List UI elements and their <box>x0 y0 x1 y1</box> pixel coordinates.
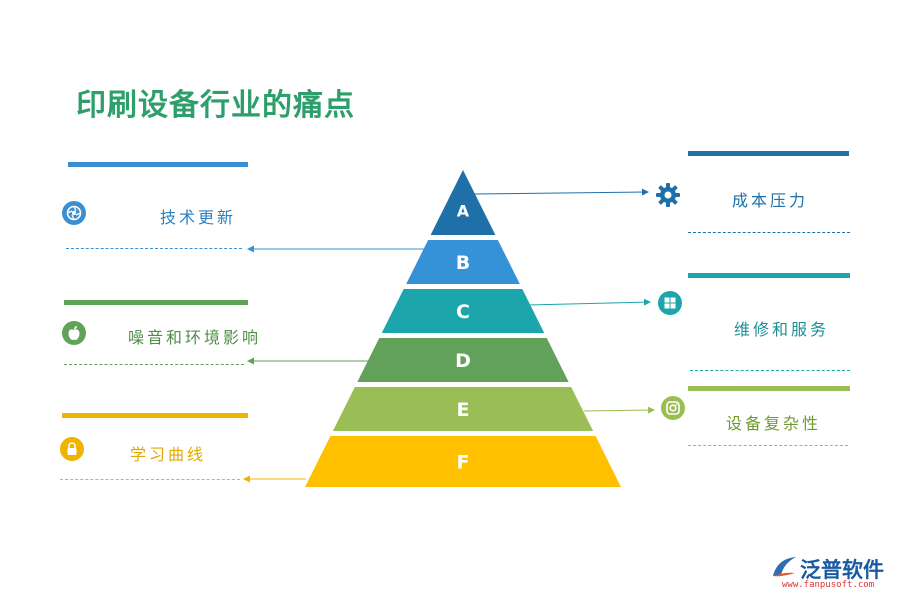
lock-icon <box>60 437 84 461</box>
pyramid-level-e <box>332 387 594 431</box>
connector-e <box>583 406 655 414</box>
right-middle-bar <box>688 273 850 278</box>
pyramid-letter-b: B <box>456 252 470 274</box>
pyramid-letter-c: C <box>456 301 470 323</box>
windows-icon <box>658 291 682 315</box>
right-label-complexity: 设备复杂性 <box>726 414 822 433</box>
left-middle-bar <box>64 300 248 305</box>
apple-icon <box>62 321 86 345</box>
right-bottom-bar <box>688 386 850 391</box>
left-top-bar <box>68 162 248 167</box>
right-label-maintenance: 维修和服务 <box>734 320 830 339</box>
pyramid-level-d <box>357 338 569 382</box>
logo-mark-icon <box>773 557 796 577</box>
left-dash-1 <box>66 248 242 249</box>
left-label-noise: 噪音和环境影响 <box>128 328 262 347</box>
left-dash-3 <box>60 479 240 480</box>
page-title: 印刷设备行业的痛点 <box>76 88 355 123</box>
right-dash-3 <box>688 445 848 446</box>
left-dash-2 <box>64 364 244 365</box>
aperture-icon <box>62 201 86 225</box>
gear-icon <box>655 182 681 208</box>
pyramid-letter-e: E <box>457 399 470 421</box>
left-bottom-bar <box>62 413 248 418</box>
pyramid-letter-d: D <box>455 350 471 372</box>
pyramid-level-b <box>406 240 520 284</box>
pyramid-level-f <box>305 436 621 487</box>
connector-a <box>473 188 649 196</box>
right-dash-2 <box>690 370 850 371</box>
pyramid-letter-f: F <box>457 452 470 474</box>
logo-url: www.fanpusoft.com <box>782 580 875 590</box>
pyramid-level-c <box>381 289 545 333</box>
logo-name: 泛普软件 <box>800 558 884 582</box>
pyramid-level-a <box>430 170 496 235</box>
left-label-tech-update: 技术更新 <box>160 208 237 227</box>
connector-c <box>527 298 651 306</box>
right-top-bar <box>688 151 849 156</box>
left-label-learning-curve: 学习曲线 <box>130 445 207 464</box>
right-label-cost-pressure: 成本压力 <box>732 191 809 210</box>
pyramid-letter-a: A <box>457 202 470 221</box>
instagram-icon <box>661 396 685 420</box>
right-dash-1 <box>688 232 850 233</box>
